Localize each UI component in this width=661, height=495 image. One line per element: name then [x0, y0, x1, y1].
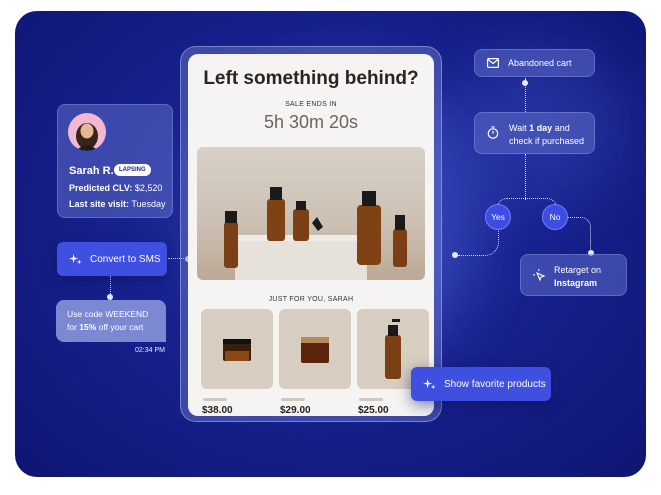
wait-post: and: [552, 123, 570, 133]
product-price: $29.00: [280, 405, 311, 416]
countdown-timer: 5h 30m 20s: [263, 112, 359, 132]
connector-yes-email: [458, 218, 499, 256]
section-label: JUST FOR YOU, SARAH: [268, 296, 354, 303]
product-name-placeholder: [203, 398, 227, 401]
profile-name: Sarah R.: [69, 165, 114, 177]
sparkle-icon: [423, 378, 436, 391]
visit-label: Last site visit:: [69, 199, 130, 209]
connector-dot: [588, 250, 594, 256]
connector-sms-bubble: [110, 276, 111, 294]
sms-bubble: Use code WEEKEND for 15% off your cart: [56, 300, 166, 342]
visit-value: Tuesday: [131, 199, 166, 209]
wait-line2: check if purchased: [509, 136, 585, 146]
sms-line2-pre: for: [67, 322, 80, 332]
profile-card: Sarah R. LAPSING Predicted CLV: $2,520 L…: [57, 104, 173, 218]
product-name-placeholder: [359, 398, 383, 401]
show-favorite-products-button[interactable]: Show favorite products: [411, 367, 551, 401]
email-title: Left something behind?: [203, 68, 419, 89]
sms-line2: for 15% off your cart: [67, 321, 166, 334]
show-favorite-products-label: Show favorite products: [444, 378, 546, 390]
convert-to-sms-button[interactable]: Convert to SMS: [57, 242, 167, 276]
connector-no-retarget: [568, 217, 591, 252]
sale-ends-label: SALE ENDS IN: [285, 101, 337, 108]
retarget-step[interactable]: Retarget on Instagram: [520, 254, 627, 296]
convert-to-sms-label: Convert to SMS: [90, 253, 161, 265]
sms-time: 02:34 PM: [135, 347, 165, 354]
hero-product-image: [197, 147, 425, 280]
predicted-clv: Predicted CLV: $2,520: [69, 183, 162, 193]
connector-trigger-wait: [525, 78, 526, 112]
yes-branch[interactable]: Yes: [485, 204, 511, 230]
email-preview: Left something behind? SALE ENDS IN 5h 3…: [188, 54, 434, 416]
sms-line2-post: off your cart: [96, 322, 144, 332]
wait-step[interactable]: Wait 1 day and check if purchased: [474, 112, 595, 154]
wait-duration: 1 day: [529, 123, 553, 133]
wait-pre: Wait: [509, 123, 530, 133]
product-name-placeholder: [281, 398, 305, 401]
connector-wait-branch: [525, 154, 526, 200]
wait-text: Wait 1 day and check if purchased: [509, 122, 584, 148]
phone-frame: Left something behind? SALE ENDS IN 5h 3…: [180, 46, 442, 422]
abandoned-cart-trigger[interactable]: Abandoned cart: [474, 49, 595, 77]
no-branch[interactable]: No: [542, 204, 568, 230]
connector-dot: [107, 294, 113, 300]
stopwatch-icon: [487, 126, 499, 139]
clv-label: Predicted CLV:: [69, 183, 133, 193]
abandoned-cart-label: Abandoned cart: [508, 58, 572, 68]
status-badge: LAPSING: [114, 164, 151, 176]
retarget-text: Retarget on Instagram: [554, 264, 601, 290]
connector-dot: [452, 252, 458, 258]
product-thumbnail[interactable]: [201, 309, 273, 389]
connector-dot: [522, 80, 528, 86]
sms-line1: Use code WEEKEND: [67, 309, 149, 319]
cursor-click-icon: [533, 269, 546, 282]
mail-icon: [487, 58, 499, 68]
sparkle-icon: [69, 253, 82, 266]
last-site-visit: Last site visit: Tuesday: [69, 199, 166, 209]
product-price: $25.00: [358, 405, 389, 416]
retarget-channel: Instagram: [554, 278, 598, 288]
product-thumbnail[interactable]: [279, 309, 351, 389]
clv-value: $2,520: [134, 183, 163, 193]
retarget-line1: Retarget on: [554, 265, 602, 275]
sms-discount: 15%: [79, 322, 97, 332]
avatar: [68, 113, 106, 151]
product-price: $38.00: [202, 405, 233, 416]
connector-sms: [168, 258, 188, 259]
